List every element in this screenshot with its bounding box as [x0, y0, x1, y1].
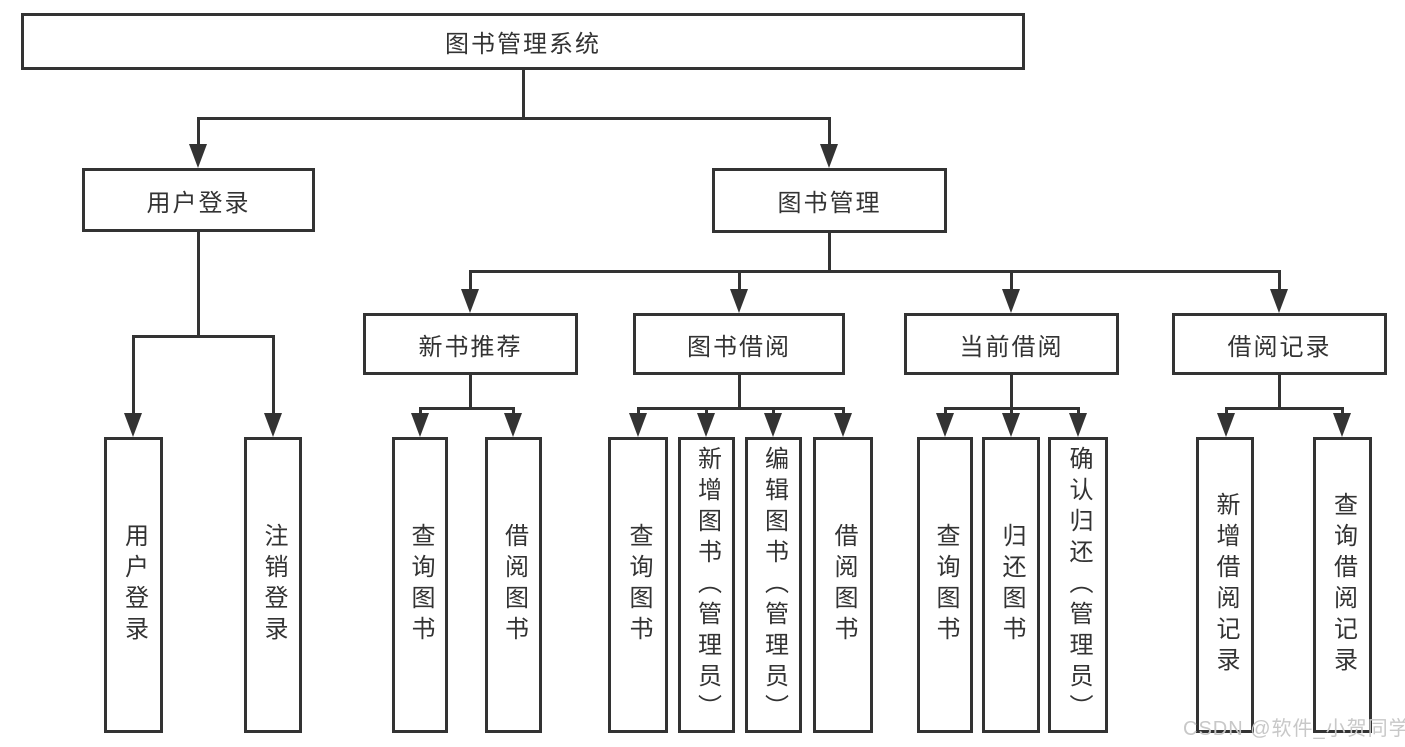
node-label: 编辑图书（管理员）	[760, 445, 788, 725]
node-label: 查询图书	[625, 523, 652, 647]
connector-line	[637, 408, 640, 417]
node-book-management: 图书管理	[712, 168, 947, 233]
arrowhead-down-icon	[504, 413, 522, 437]
node-label: 归还图书	[998, 523, 1025, 647]
connector-line	[522, 70, 525, 119]
leaf-add-books-admin: 新增图书（管理员）	[678, 437, 735, 733]
connector-line	[944, 408, 947, 417]
connector-line	[1225, 407, 1344, 410]
connector-line	[197, 118, 200, 146]
arrowhead-down-icon	[189, 144, 207, 168]
arrowhead-down-icon	[820, 144, 838, 168]
connector-line	[272, 336, 275, 416]
node-label: 新增图书（管理员）	[693, 445, 721, 725]
node-label: 用户登录	[120, 523, 148, 647]
arrowhead-down-icon	[461, 289, 479, 313]
leaf-confirm-return-admin: 确认归还（管理员）	[1048, 437, 1108, 733]
arrowhead-down-icon	[1069, 413, 1087, 437]
connector-line	[419, 408, 422, 417]
connector-line	[1225, 408, 1228, 417]
connector-line	[1341, 408, 1344, 417]
node-new-book-recommendation: 新书推荐	[363, 313, 578, 375]
connector-line	[1278, 271, 1281, 293]
node-label: 查询图书	[932, 523, 959, 647]
node-label: 当前借阅	[959, 333, 1064, 361]
arrowhead-down-icon	[1333, 413, 1351, 437]
node-label: 新增借阅记录	[1212, 492, 1239, 678]
node-label: 借阅记录	[1227, 333, 1332, 361]
connector-line	[705, 408, 708, 417]
arrowhead-down-icon	[697, 413, 715, 437]
node-label: 查询借阅记录	[1329, 492, 1357, 678]
connector-line	[1077, 408, 1080, 417]
leaf-user-login: 用户登录	[104, 437, 163, 733]
connector-line	[1010, 408, 1013, 417]
node-label: 新书推荐	[418, 333, 523, 361]
node-library-management-system: 图书管理系统	[21, 13, 1025, 70]
arrowhead-down-icon	[124, 413, 142, 437]
connector-line	[469, 271, 472, 293]
leaf-logout: 注销登录	[244, 437, 302, 733]
connector-line	[828, 233, 831, 273]
connector-line	[197, 117, 831, 120]
connector-line	[738, 375, 741, 409]
node-label: 注销登录	[260, 523, 287, 647]
connector-line	[469, 270, 1281, 273]
watermark-text: CSDN @软件_小贺同学	[1183, 718, 1405, 740]
leaf-edit-books-admin: 编辑图书（管理员）	[745, 437, 802, 733]
node-label: 查询图书	[407, 523, 434, 647]
connector-line	[1010, 271, 1013, 293]
arrowhead-down-icon	[730, 289, 748, 313]
connector-line	[842, 408, 845, 417]
node-label: 图书管理系统	[445, 31, 601, 58]
connector-line	[1278, 375, 1281, 409]
node-book-borrowing: 图书借阅	[633, 313, 845, 375]
node-label: 用户登录	[146, 189, 251, 217]
leaf-query-books: 查询图书	[608, 437, 668, 733]
node-label: 借阅图书	[830, 523, 857, 647]
connector-line	[132, 336, 135, 416]
arrowhead-down-icon	[1002, 413, 1020, 437]
leaf-query-borrow-record: 查询借阅记录	[1313, 437, 1372, 733]
node-current-borrowing: 当前借阅	[904, 313, 1119, 375]
connector-line	[828, 118, 831, 146]
node-user-login: 用户登录	[82, 168, 315, 232]
node-borrowing-records: 借阅记录	[1172, 313, 1387, 375]
connector-line	[637, 407, 845, 410]
arrowhead-down-icon	[1270, 289, 1288, 313]
connector-line	[738, 271, 741, 293]
node-label: 图书借阅	[687, 333, 791, 361]
arrowhead-down-icon	[764, 413, 782, 437]
arrowhead-down-icon	[629, 413, 647, 437]
arrowhead-down-icon	[411, 413, 429, 437]
arrowhead-down-icon	[264, 413, 282, 437]
leaf-add-borrow-record: 新增借阅记录	[1196, 437, 1254, 733]
leaf-borrow-books: 借阅图书	[485, 437, 542, 733]
node-label: 借阅图书	[500, 523, 528, 647]
leaf-query-books: 查询图书	[392, 437, 448, 733]
arrowhead-down-icon	[1002, 289, 1020, 313]
connector-line	[469, 375, 472, 409]
arrowhead-down-icon	[936, 413, 954, 437]
leaf-return-books: 归还图书	[982, 437, 1040, 733]
connector-line	[1010, 375, 1013, 409]
arrowhead-down-icon	[1217, 413, 1235, 437]
connector-line	[197, 232, 200, 338]
leaf-query-books: 查询图书	[917, 437, 973, 733]
node-label: 确认归还（管理员）	[1065, 445, 1092, 725]
connector-line	[132, 335, 275, 338]
connector-line	[512, 408, 515, 417]
leaf-borrow-books: 借阅图书	[813, 437, 873, 733]
node-label: 图书管理	[777, 190, 882, 217]
connector-line	[772, 408, 775, 417]
arrowhead-down-icon	[834, 413, 852, 437]
connector-line	[419, 407, 515, 410]
